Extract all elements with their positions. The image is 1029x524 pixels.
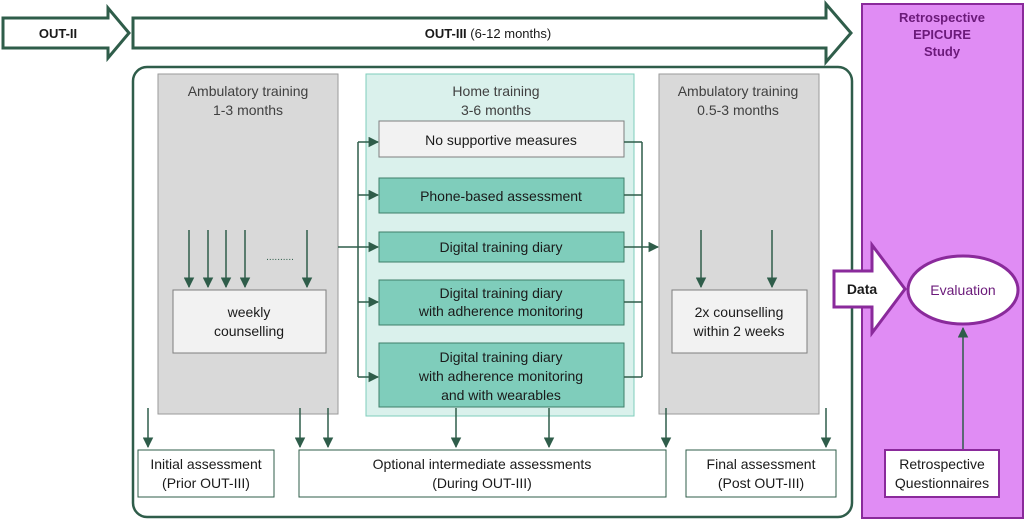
ambulatory1-panel	[157, 73, 339, 415]
ambulatory2-title-line1: Ambulatory training	[678, 83, 799, 99]
out3-label-duration: (6-12 months)	[467, 26, 552, 41]
option-diary-adherence-line1: Digital training diary	[440, 285, 563, 301]
ambulatory2-panel	[658, 73, 820, 415]
questionnaires-box	[884, 449, 1000, 498]
out3-arrow	[131, 0, 853, 67]
option-diary-adherence-line2: with adherence monitoring	[418, 303, 583, 319]
out3-label-bold: OUT-III	[425, 26, 467, 41]
home-title-line2: 3-6 months	[461, 102, 531, 118]
initial-assessment-box	[137, 449, 275, 498]
ambulatory1-title-line2: 1-3 months	[213, 102, 283, 118]
option-diary-wearables-line2: with adherence monitoring	[418, 368, 583, 384]
evaluation-node	[906, 254, 1020, 326]
data-arrow	[832, 240, 907, 338]
questionnaires-line1: Retrospective	[899, 456, 985, 472]
weekly-counselling-box	[172, 289, 327, 354]
option-box-diary	[378, 231, 625, 263]
out2-label: OUT-II	[39, 26, 77, 41]
option-diary-wearables-line1: Digital training diary	[440, 349, 563, 365]
optional-assessment-box	[298, 449, 667, 498]
data-label: Data	[847, 281, 878, 297]
epicure-title-line3: Study	[924, 44, 961, 59]
final-assessment-line2: (Post OUT-III)	[718, 475, 804, 491]
option-box-diary-adherence	[378, 279, 625, 326]
counselling-dots: ..........	[266, 252, 294, 263]
out2-arrow	[1, 3, 131, 63]
epicure-title-line1: Retrospective	[899, 10, 985, 25]
option-phone-label: Phone-based assessment	[420, 188, 582, 204]
initial-assessment-line2: (Prior OUT-III)	[162, 475, 250, 491]
weekly-counselling-line2: counselling	[214, 323, 284, 339]
epicure-title-line2: EPICURE	[913, 27, 971, 42]
ambulatory1-title-line1: Ambulatory training	[188, 83, 309, 99]
counselling2-box	[671, 289, 808, 354]
optional-assessment-line2: (During OUT-III)	[432, 475, 532, 491]
counselling2-line1: 2x counselling	[695, 304, 784, 320]
final-assessment-box	[685, 449, 837, 498]
option-box-phone	[378, 177, 625, 214]
home-title-line1: Home training	[452, 83, 539, 99]
counselling2-line2: within 2 weeks	[692, 323, 784, 339]
questionnaires-line2: Questionnaires	[895, 475, 989, 491]
optional-assessment-line1: Optional intermediate assessments	[373, 456, 592, 472]
option-diary-label: Digital training diary	[440, 239, 563, 255]
option-box-no-supportive	[378, 120, 625, 158]
option-diary-wearables-line3: and with wearables	[441, 387, 561, 403]
final-assessment-line1: Final assessment	[707, 456, 816, 472]
evaluation-label: Evaluation	[930, 282, 995, 298]
initial-assessment-line1: Initial assessment	[150, 456, 261, 472]
option-box-diary-wearables	[378, 342, 625, 408]
option-no-supportive-label: No supportive measures	[425, 132, 577, 148]
out3-label: OUT-III (6-12 months)	[425, 26, 551, 41]
weekly-counselling-line1: weekly	[227, 304, 271, 320]
ambulatory2-title-line2: 0.5-3 months	[697, 102, 779, 118]
